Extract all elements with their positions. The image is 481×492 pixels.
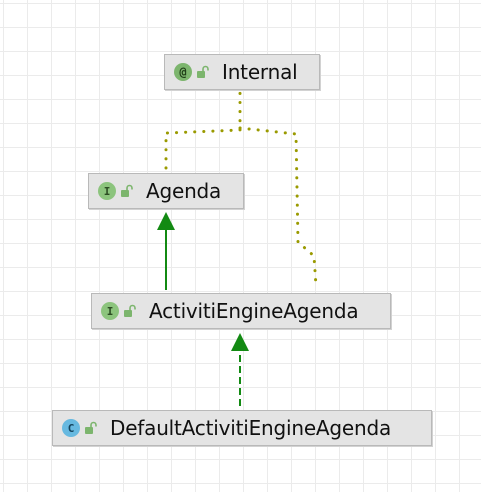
class-icon: C: [62, 419, 80, 437]
node-label: Internal: [222, 60, 298, 84]
node-label: ActivitiEngineAgenda: [149, 299, 359, 323]
node-label: DefaultActivitiEngineAgenda: [110, 416, 392, 440]
annotation-icon: @: [174, 63, 192, 81]
node-internal[interactable]: @ Internal: [164, 54, 320, 90]
open-lock-icon: [85, 421, 97, 434]
interface-icon: I: [101, 302, 119, 320]
edge-activitiengineagenda-to-internal: [238, 126, 318, 288]
node-label: Agenda: [146, 179, 222, 203]
implements-arrowhead: [231, 333, 249, 351]
node-defaultactivitiengineagenda[interactable]: C DefaultActivitiEngineAgenda: [52, 410, 432, 446]
edge-agenda-to-internal: [164, 91, 242, 170]
extends-arrowhead: [157, 212, 175, 230]
node-agenda[interactable]: I Agenda: [88, 173, 244, 209]
open-lock-icon: [124, 304, 136, 317]
node-activitiengineagenda[interactable]: I ActivitiEngineAgenda: [91, 293, 391, 329]
interface-icon: I: [98, 182, 116, 200]
open-lock-icon: [121, 184, 133, 197]
open-lock-icon: [197, 65, 209, 78]
